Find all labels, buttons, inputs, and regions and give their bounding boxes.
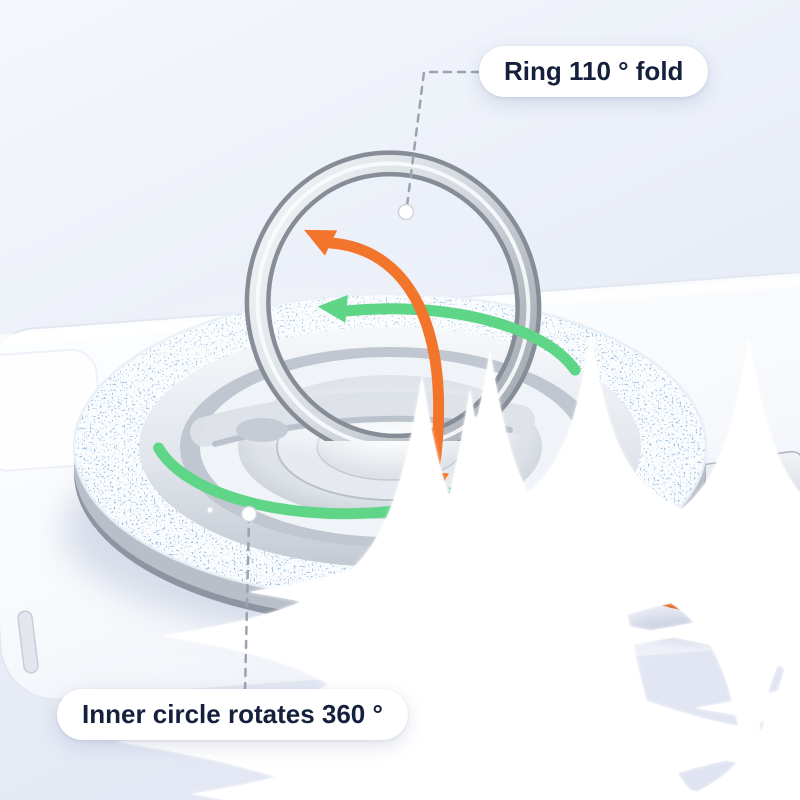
- sparkles: [117, 328, 800, 800]
- callout-connectors: [240, 70, 481, 692]
- sparkle-dot: [117, 427, 123, 433]
- rotate-callout-connector: [243, 517, 251, 692]
- sparkle-dot: [158, 393, 162, 397]
- sparkle-dot: [207, 507, 213, 513]
- rotate-arc-top: [340, 303, 581, 376]
- fold-callout-connector: [405, 70, 481, 208]
- fold-callout-target-dot: [397, 203, 415, 221]
- callout-fold: Ring 110 ° fold: [479, 46, 709, 97]
- fold-ring: [244, 150, 542, 441]
- sparkle-dot: [647, 387, 653, 393]
- callout-fold-label: Ring 110 ° fold: [504, 56, 684, 86]
- phone-volume-button: [17, 610, 39, 674]
- sparkle-dot: [568, 328, 572, 332]
- rotate-callout-target-dot: [240, 505, 258, 523]
- fold-arc: [325, 237, 445, 476]
- callout-rotate-label: Inner circle rotates 360 °: [82, 699, 383, 729]
- callout-rotate: Inner circle rotates 360 °: [57, 689, 408, 740]
- rotate-arrowhead-top: [317, 295, 348, 323]
- sparkle-dot: [477, 542, 483, 548]
- fold-ring-highlight: [255, 161, 531, 441]
- fold-arrowhead-top: [304, 229, 338, 256]
